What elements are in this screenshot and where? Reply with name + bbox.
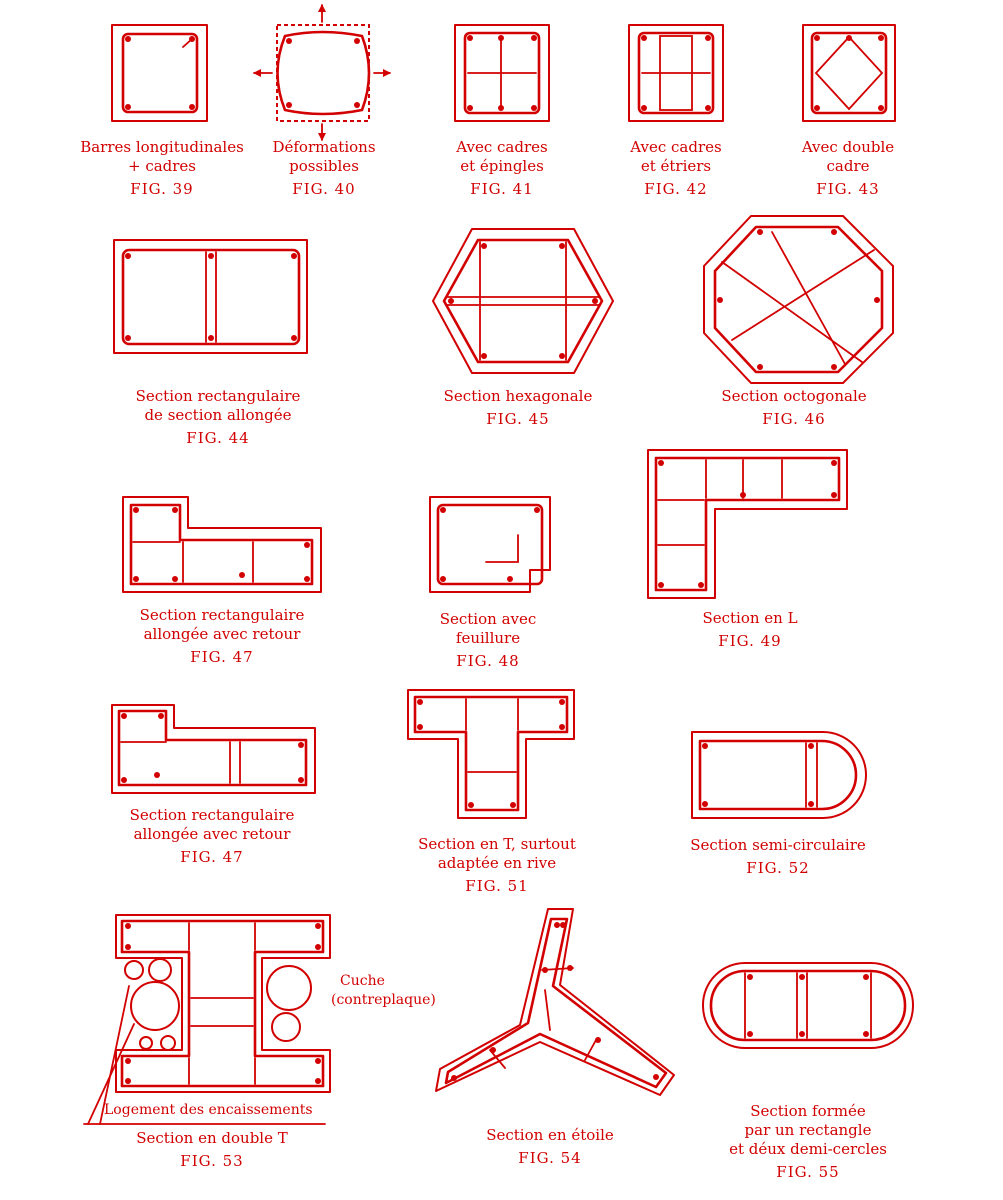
fig-41-drawing bbox=[454, 24, 550, 122]
caption-fig-51: Section en T, surtout adaptée en rive FI… bbox=[418, 835, 576, 896]
fig-44-drawing bbox=[113, 239, 308, 354]
caption-line: par un rectangle bbox=[744, 1121, 872, 1139]
figure-number: FIG. 44 bbox=[186, 429, 250, 447]
caption-line: Section semi-circulaire bbox=[690, 836, 866, 854]
caption-line: feuillure bbox=[455, 629, 521, 647]
fig-52-drawing bbox=[691, 731, 867, 819]
figure-number: FIG. 51 bbox=[465, 877, 529, 895]
figure-number: FIG. 42 bbox=[644, 180, 708, 198]
caption-line: Section octogonale bbox=[721, 387, 867, 405]
fig-54-drawing bbox=[435, 908, 675, 1096]
fig-49-drawing bbox=[647, 449, 848, 599]
fig-55-drawing bbox=[702, 962, 914, 1049]
caption-fig-45: Section hexagonale FIG. 45 bbox=[444, 387, 593, 429]
caption-line: Barres longitudinales bbox=[80, 138, 244, 156]
fig-42-drawing bbox=[628, 24, 724, 122]
caption-line: Section en étoile bbox=[486, 1126, 614, 1144]
figure-number: FIG. 48 bbox=[456, 652, 520, 670]
caption-fig-48: Section avec feuillure FIG. 48 bbox=[440, 610, 537, 671]
caption-line: Section rectangulaire bbox=[139, 606, 305, 624]
caption-fig-43: Avec double cadre FIG. 43 bbox=[802, 138, 894, 199]
caption-line: Section en L bbox=[702, 609, 798, 627]
fig-46-drawing bbox=[703, 215, 894, 384]
figure-number: FIG. 43 bbox=[816, 180, 880, 198]
caption-line: + cadres bbox=[127, 157, 197, 175]
caption-line: adaptée en rive bbox=[437, 854, 557, 872]
figure-number: FIG. 41 bbox=[470, 180, 534, 198]
annotation-contreplaque-text: (contreplaque) bbox=[331, 992, 436, 1008]
caption-fig-39: Barres longitudinales + cadres FIG. 39 bbox=[80, 138, 244, 199]
fig-53-drawing bbox=[83, 914, 331, 1125]
caption-line: cadre bbox=[826, 157, 870, 175]
caption-fig-54: Section en étoile FIG. 54 bbox=[486, 1126, 614, 1168]
caption-line: possibles bbox=[289, 157, 359, 175]
figure-number: FIG. 49 bbox=[718, 632, 782, 650]
caption-line: Section rectangulaire bbox=[129, 806, 295, 824]
caption-line: Section hexagonale bbox=[443, 387, 593, 405]
caption-line: de section allongée bbox=[144, 406, 292, 424]
caption-fig-41: Avec cadres et épingles FIG. 41 bbox=[456, 138, 547, 199]
caption-fig-55: Section formée par un rectangle et déux … bbox=[729, 1102, 887, 1182]
caption-fig-47b: Section rectangulaire allongée avec reto… bbox=[130, 806, 295, 867]
caption-line: Section en T, surtout bbox=[418, 835, 576, 853]
figure-number: FIG. 52 bbox=[746, 859, 810, 877]
caption-line: Avec double bbox=[801, 138, 895, 156]
figure-number: FIG. 45 bbox=[486, 410, 550, 428]
caption-fig-42: Avec cadres et étriers FIG. 42 bbox=[630, 138, 721, 199]
caption-line: Section formée bbox=[750, 1102, 866, 1120]
annotation-logement-text: Logement des encaissements bbox=[104, 1102, 313, 1118]
fig-45-drawing bbox=[432, 228, 614, 374]
caption-line: Avec cadres bbox=[630, 138, 722, 156]
fig-51-drawing bbox=[407, 689, 575, 819]
annotation-cuche-text: Cuche bbox=[340, 973, 385, 989]
caption-fig-52: Section semi-circulaire FIG. 52 bbox=[690, 836, 866, 878]
caption-fig-40: Déformations possibles FIG. 40 bbox=[272, 138, 375, 199]
caption-line: et étriers bbox=[640, 157, 712, 175]
caption-fig-47a: Section rectangulaire allongée avec reto… bbox=[140, 606, 305, 667]
caption-line: Déformations bbox=[272, 138, 376, 156]
caption-line: Section en double T bbox=[136, 1129, 288, 1147]
caption-fig-49: Section en L FIG. 49 bbox=[702, 609, 797, 651]
fig-39-drawing bbox=[111, 24, 208, 122]
caption-fig-44: Section rectangulaire de section allongé… bbox=[136, 387, 301, 448]
caption-line: et épingles bbox=[460, 157, 544, 175]
annotation-cuche: Cuche bbox=[340, 972, 385, 990]
figure-number: FIG. 39 bbox=[130, 180, 194, 198]
annotation-contreplaque: (contreplaque) bbox=[331, 991, 436, 1009]
figure-number: FIG. 53 bbox=[180, 1152, 244, 1170]
caption-fig-46: Section octogonale FIG. 46 bbox=[721, 387, 866, 429]
figure-number: FIG. 47 bbox=[180, 848, 244, 866]
fig-48-drawing bbox=[429, 496, 551, 593]
fig-40-drawing bbox=[253, 4, 391, 141]
figure-number: FIG. 40 bbox=[292, 180, 356, 198]
caption-line: allongée avec retour bbox=[143, 625, 301, 643]
caption-line: Avec cadres bbox=[456, 138, 548, 156]
caption-line: Section rectangulaire bbox=[135, 387, 301, 405]
caption-fig-53: Section en double T FIG. 53 bbox=[136, 1129, 288, 1171]
figure-number: FIG. 54 bbox=[518, 1149, 582, 1167]
caption-line: allongée avec retour bbox=[133, 825, 291, 843]
figure-number: FIG. 46 bbox=[762, 410, 826, 428]
caption-line: et déux demi-cercles bbox=[729, 1140, 887, 1158]
annotation-logement: Logement des encaissements bbox=[104, 1101, 313, 1119]
figure-number: FIG. 47 bbox=[190, 648, 254, 666]
fig-43-drawing bbox=[802, 24, 896, 122]
figure-number: FIG. 55 bbox=[776, 1163, 840, 1181]
fig-47b-drawing bbox=[111, 704, 316, 794]
fig-47a-drawing bbox=[122, 496, 322, 593]
caption-line: Section avec bbox=[439, 610, 537, 628]
